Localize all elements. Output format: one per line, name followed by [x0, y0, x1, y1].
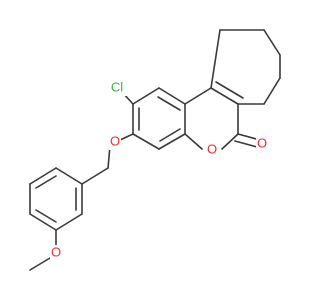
bond: [55, 213, 83, 231]
bond: [215, 81, 244, 99]
bond: [132, 87, 160, 105]
bond: [184, 87, 212, 105]
bond: [29, 213, 57, 231]
bond: [263, 77, 281, 105]
bond: [221, 133, 239, 150]
bond: [55, 167, 83, 185]
bond: [81, 167, 109, 185]
bond: [35, 175, 57, 189]
bond: [157, 96, 181, 111]
bond: [210, 29, 221, 89]
bond: [234, 140, 258, 148]
bond: [158, 87, 186, 105]
bond: [210, 87, 239, 105]
bond: [132, 133, 160, 150]
molecule-diagram: Cl O O O O: [29, 29, 281, 271]
bond: [159, 128, 181, 142]
bond: [29, 257, 51, 271]
bond: [119, 133, 134, 141]
bond: [29, 167, 57, 185]
ether-oxygen-label: O: [110, 133, 120, 148]
carbonyl-oxygen-label: O: [257, 135, 267, 150]
chlorine-atom-label: Cl: [111, 79, 123, 94]
methoxy-oxygen-label: O: [51, 244, 61, 259]
bonds-layer: [29, 29, 281, 271]
bond: [263, 29, 281, 56]
bond: [184, 133, 203, 150]
atoms-layer: Cl O O O O: [50, 79, 268, 261]
structure-svg: Cl O O O O: [29, 29, 281, 271]
bond: [35, 209, 57, 223]
bond: [158, 133, 186, 150]
ring-oxygen-label: O: [207, 141, 217, 156]
